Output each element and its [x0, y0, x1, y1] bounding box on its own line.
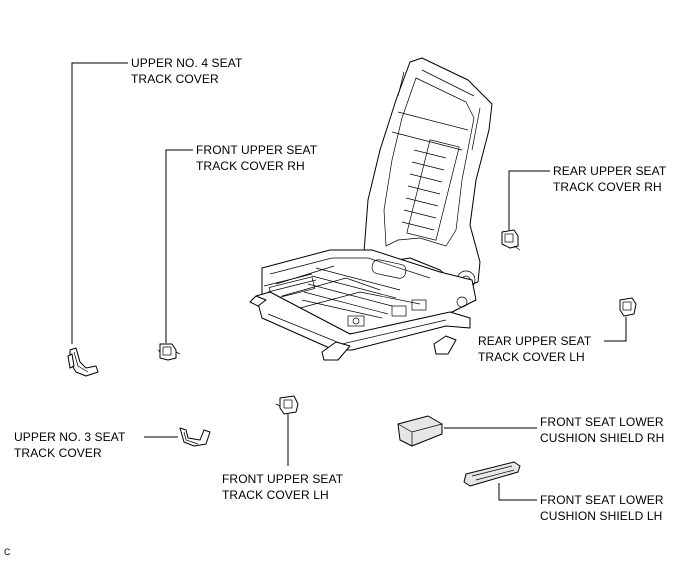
label-upper-no4-seat-track-cover: UPPER NO. 4 SEAT TRACK COVER: [131, 56, 243, 86]
label-rear-upper-seat-track-cover-lh: REAR UPPER SEAT TRACK COVER LH: [478, 334, 592, 364]
front-upper-track-cover-rh-part: [157, 343, 181, 361]
leader-lines: [71, 62, 627, 501]
label-front-seat-lower-cushion-shield-rh: FRONT SEAT LOWER CUSHION SHIELD RH: [540, 415, 665, 445]
label-rear-upper-seat-track-cover-rh: REAR UPPER SEAT TRACK COVER RH: [553, 164, 667, 194]
upper-no3-track-cover-part: [179, 427, 211, 447]
upper-no4-track-cover-part: [67, 347, 99, 377]
figure-code: C: [4, 547, 11, 557]
label-front-upper-seat-track-cover-lh: FRONT UPPER SEAT TRACK COVER LH: [222, 472, 344, 502]
seat-frame: [249, 57, 493, 361]
label-front-upper-seat-track-cover-rh: FRONT UPPER SEAT TRACK COVER RH: [196, 143, 318, 173]
rear-upper-track-cover-lh-part: [619, 297, 637, 317]
rear-upper-track-cover-rh-part: [501, 229, 521, 251]
front-lower-cushion-shield-lh-part: [463, 461, 521, 487]
front-lower-cushion-shield-rh-part: [397, 415, 443, 447]
front-upper-track-cover-lh-part: [275, 395, 299, 415]
label-front-seat-lower-cushion-shield-lh: FRONT SEAT LOWER CUSHION SHIELD LH: [540, 493, 664, 523]
label-upper-no3-seat-track-cover: UPPER NO. 3 SEAT TRACK COVER: [14, 430, 126, 460]
